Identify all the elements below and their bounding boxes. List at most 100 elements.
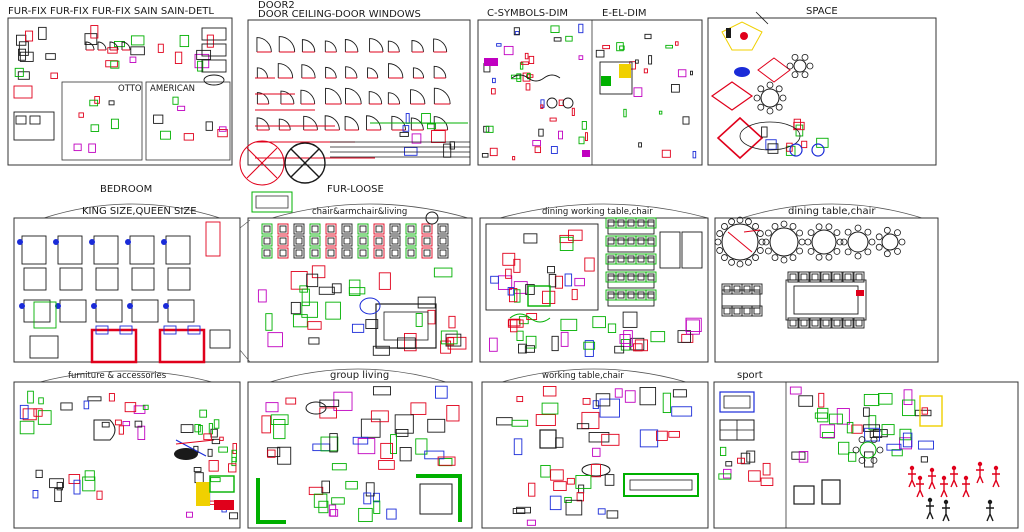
dining-block — [510, 318, 518, 333]
panel-c-symbols: C-SYMBOLS-DIM E-EL-DIM — [477, 8, 703, 166]
table-chair — [852, 446, 860, 454]
chair-seat — [295, 249, 303, 257]
chair-block — [325, 247, 337, 259]
living-set-block — [415, 438, 428, 455]
working-table-caption: working table,chair — [542, 371, 624, 381]
living-set-block — [363, 492, 372, 505]
symbol-block — [578, 136, 585, 145]
dining-block — [564, 273, 573, 287]
chair-seat — [822, 273, 830, 281]
sport-equipment — [848, 452, 857, 462]
fixture-block — [157, 43, 164, 53]
chair-seat — [800, 319, 808, 327]
chair-seat — [617, 237, 625, 245]
pillow-block — [163, 325, 177, 335]
electrical-symbol — [638, 142, 642, 148]
electrical-symbol — [648, 55, 653, 65]
table-chair — [875, 233, 883, 241]
accessory-block — [203, 433, 212, 441]
accessory-block — [207, 448, 213, 457]
living-set-block — [365, 482, 375, 497]
accessory-block — [210, 428, 218, 438]
chair-seat — [833, 273, 841, 281]
door-swing — [366, 115, 382, 131]
dining-block — [622, 311, 638, 328]
sofa-block — [331, 283, 342, 294]
chair-block — [373, 235, 385, 247]
dining-block — [542, 290, 556, 304]
desk-block — [516, 506, 531, 514]
door-swing — [97, 41, 107, 51]
space-oval — [739, 121, 801, 151]
bed-block — [59, 299, 87, 323]
dining-block — [505, 268, 512, 279]
chair-seat — [391, 225, 399, 233]
electrical-symbol — [671, 84, 680, 93]
desk-block — [639, 386, 657, 406]
living-set-block — [352, 436, 369, 445]
dining-block — [507, 287, 515, 296]
wave-symbol — [511, 74, 561, 82]
chair-seat — [789, 273, 797, 281]
accessory-block — [82, 476, 96, 492]
desk-block — [542, 386, 557, 397]
magenta-symbol — [582, 150, 590, 157]
red-block — [214, 500, 234, 510]
table-chair — [728, 218, 735, 226]
space-pointer — [755, 11, 769, 25]
sofa-block — [433, 267, 453, 278]
desk-block — [550, 469, 564, 481]
table-chair — [762, 238, 770, 246]
accessory-block — [193, 445, 199, 454]
chair-seat — [811, 319, 819, 327]
sanitary-block — [153, 114, 164, 124]
panel-bedroom: BEDROOM KING SIZE,QUEEN SIZE — [13, 184, 241, 364]
symbol-block — [525, 83, 531, 91]
accessory-block — [73, 479, 81, 495]
table-chair — [854, 252, 862, 260]
chair-block — [357, 235, 369, 247]
table-chair — [883, 226, 891, 234]
fur-fix-symbols — [13, 25, 228, 153]
sport-block — [793, 485, 815, 505]
fixture-block — [19, 51, 34, 62]
table-chair — [854, 224, 862, 232]
dining-block — [560, 318, 578, 331]
living-set-block — [285, 397, 297, 405]
dining-block — [548, 273, 557, 288]
accessory-block — [232, 443, 237, 454]
fur-fix-sub-american: AMERICAN — [150, 84, 195, 94]
chair-block — [809, 271, 821, 283]
eel-header: E-EL-DIM — [602, 8, 647, 19]
table-chair — [728, 258, 735, 266]
sofa-block — [292, 314, 308, 328]
sofa-block — [301, 288, 310, 307]
living-set-block — [424, 450, 445, 460]
dining-block — [623, 330, 633, 347]
chair-block — [293, 235, 305, 247]
desk-block — [592, 447, 601, 457]
door-swing — [325, 66, 337, 79]
desk-block — [606, 510, 619, 519]
figure-body — [926, 502, 934, 520]
sanitary-block — [108, 100, 115, 106]
accessory-block — [35, 469, 43, 478]
door-swing — [256, 117, 270, 131]
dining-curve — [509, 313, 551, 323]
chair-seat — [423, 225, 431, 233]
door-swing — [433, 65, 447, 79]
furniture-acc-symbols — [19, 390, 239, 520]
living-set-block — [329, 433, 338, 453]
door-swing — [433, 87, 451, 105]
sport-equipment — [846, 421, 854, 434]
dining-layout-frame — [485, 223, 599, 311]
sport-equipment — [868, 415, 877, 431]
vanity-block — [13, 111, 55, 141]
dining-block — [685, 319, 700, 335]
table-chair — [716, 247, 724, 254]
accessory-block — [54, 488, 62, 503]
accessory-block — [83, 400, 90, 410]
chair-seat — [627, 273, 635, 281]
chair-seat — [627, 291, 635, 299]
sport-equipment — [902, 399, 916, 417]
